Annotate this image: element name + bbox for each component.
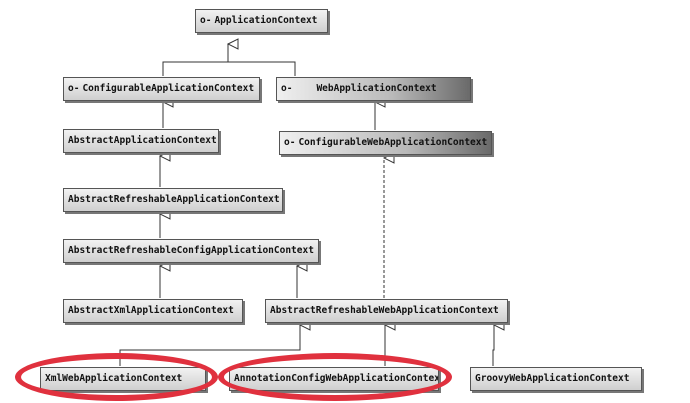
node-abstract-refreshable-web-application-context: AbstractRefreshableWebApplicationContext bbox=[265, 299, 508, 323]
interface-icon: o- bbox=[68, 83, 80, 94]
node-annotation-config-web-application-context: AnnotationConfigWebApplicationContext bbox=[229, 367, 439, 391]
node-abstract-refreshable-config-application-context: AbstractRefreshableConfigApplicationCont… bbox=[63, 239, 319, 263]
node-application-context: o-ApplicationContext bbox=[195, 9, 328, 33]
edge-wac-to-ac bbox=[228, 61, 296, 76]
node-configurable-application-context: o-ConfigurableApplicationContext bbox=[63, 77, 260, 101]
node-label: AbstractRefreshableApplicationContext bbox=[68, 194, 280, 205]
node-label: GroovyWebApplicationContext bbox=[475, 373, 630, 384]
node-groovy-web-application-context: GroovyWebApplicationContext bbox=[470, 367, 642, 391]
node-label: AnnotationConfigWebApplicationContext bbox=[234, 373, 439, 384]
node-label: ApplicationContext bbox=[214, 15, 318, 26]
interface-icon: o- bbox=[200, 15, 212, 26]
interface-icon: o- bbox=[281, 83, 293, 94]
node-abstract-application-context: AbstractApplicationContext bbox=[63, 129, 219, 153]
node-configurable-web-application-context: o-ConfigurableWebApplicationContext bbox=[279, 131, 492, 155]
node-label: ConfigurableWebApplicationContext bbox=[298, 137, 488, 148]
node-abstract-xml-application-context: AbstractXmlApplicationContext bbox=[63, 299, 243, 323]
node-label: XmlWebApplicationContext bbox=[45, 373, 183, 384]
node-label: WebApplicationContext bbox=[316, 83, 437, 94]
edge-xwac-to-arwac bbox=[119, 325, 300, 366]
node-xml-web-application-context: XmlWebApplicationContext bbox=[40, 367, 206, 391]
node-label: AbstractRefreshableConfigApplicationCont… bbox=[68, 245, 314, 256]
edge-gwac-to-arwac bbox=[492, 325, 494, 366]
node-label: ConfigurableApplicationContext bbox=[82, 83, 255, 94]
node-label: AbstractXmlApplicationContext bbox=[68, 305, 234, 316]
interface-icon: o- bbox=[284, 137, 296, 148]
edge-cac-to-ac bbox=[162, 44, 228, 76]
node-label: AbstractApplicationContext bbox=[68, 135, 217, 146]
node-label: AbstractRefreshableWebApplicationContext bbox=[270, 305, 499, 316]
node-web-application-context: o- WebApplicationContext bbox=[276, 77, 471, 101]
node-abstract-refreshable-application-context: AbstractRefreshableApplicationContext bbox=[63, 188, 283, 212]
